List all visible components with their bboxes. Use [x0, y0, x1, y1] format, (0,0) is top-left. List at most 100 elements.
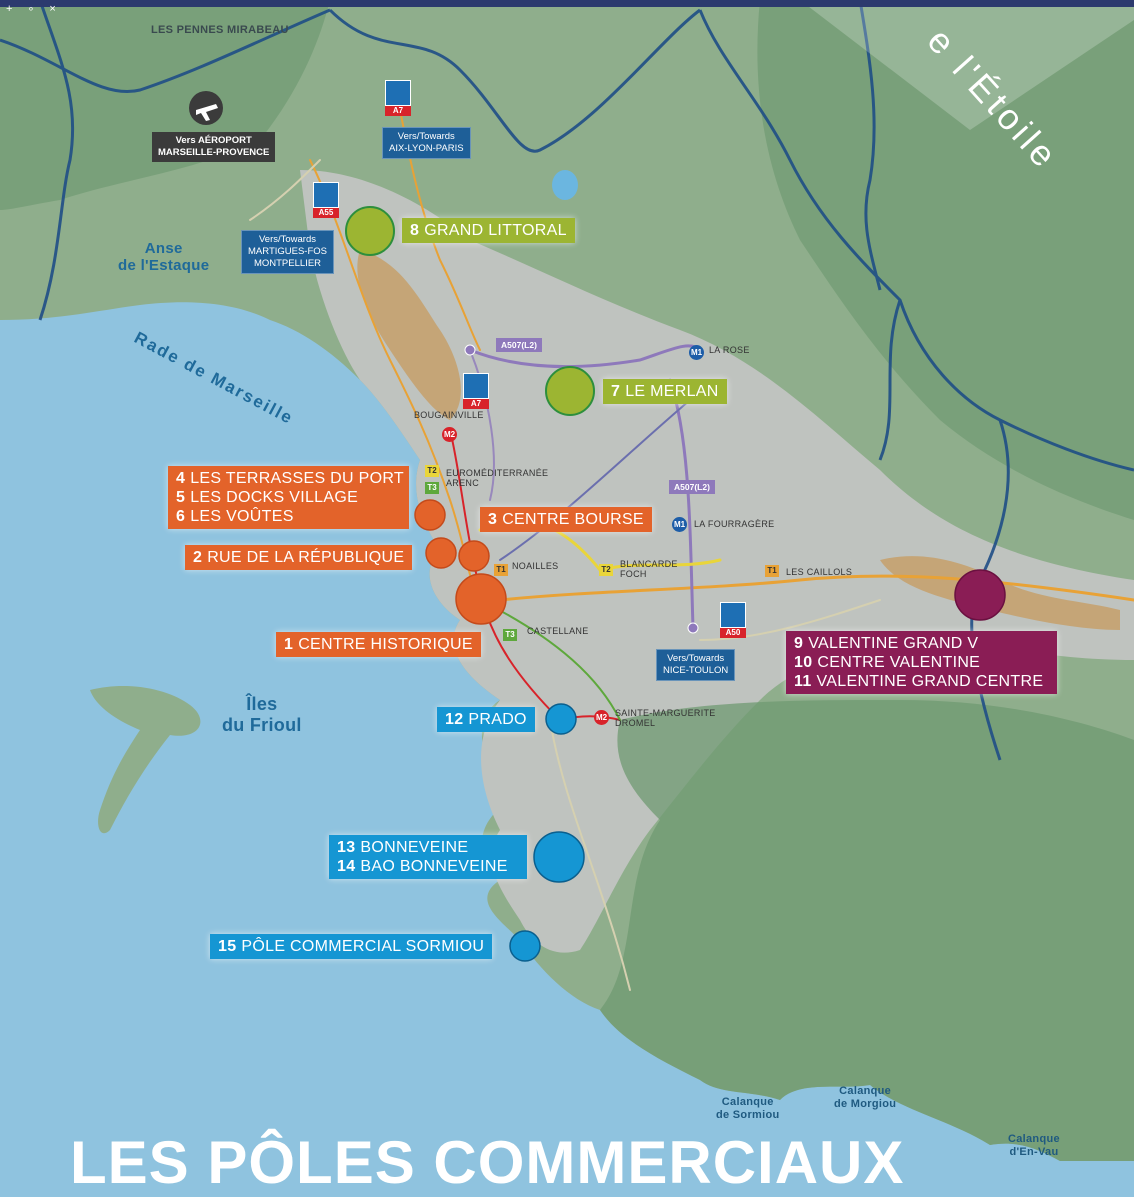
pole-marker-15[interactable] — [509, 930, 541, 962]
corner-overlay — [800, 0, 1134, 130]
pole-name: CENTRE VALENTINE — [817, 654, 981, 671]
pole-name: BONNEVEINE — [360, 839, 469, 856]
airport-direction-box: Vers AÉROPORT MARSEILLE-PROVENCE — [152, 132, 276, 162]
pole-name: BAO BONNEVEINE — [360, 858, 508, 875]
industrial-zone — [357, 250, 461, 420]
pole-name: PRADO — [468, 711, 527, 728]
tram-t1-badge-caillols: T1 — [765, 565, 779, 577]
pole-name: LES VOÛTES — [190, 508, 294, 525]
pole-name: LES TERRASSES DU PORT — [190, 470, 404, 487]
pole-name: VALENTINE GRAND CENTRE — [816, 673, 1044, 690]
pole-number: 9 — [794, 635, 804, 652]
page-title: LES PÔLES COMMERCIAUX — [70, 1129, 905, 1196]
pole-number: 2 — [193, 549, 203, 566]
map-canvas — [0, 0, 1134, 1161]
road-code: A55 — [313, 208, 339, 218]
pole-marker-9-10-11[interactable] — [954, 569, 1006, 621]
place-calanque-en-vau: Calanque d'En-Vau — [1008, 1133, 1060, 1159]
road-badge-a55: A55 — [313, 182, 339, 218]
direction-nice-box: Vers/Towards NICE-TOULON — [656, 649, 736, 681]
road-code: A50 — [720, 628, 746, 638]
airport-icon — [196, 104, 218, 121]
pole-name: CENTRE HISTORIQUE — [298, 636, 473, 653]
road-code: A7 — [463, 399, 489, 409]
top-bar — [0, 0, 1134, 7]
place-la-rose: LA ROSE — [709, 345, 750, 355]
place-la-fourragere: LA FOURRAGÈRE — [694, 519, 775, 529]
interchange-a507-north — [464, 344, 476, 356]
hills-east — [757, 0, 1134, 520]
place-calanque-sormiou: Calanque de Sormiou — [716, 1096, 780, 1122]
pole-marker-4-5-6[interactable] — [414, 499, 446, 531]
road-badge-a50: A50 — [720, 602, 746, 638]
pole-number: 7 — [611, 383, 621, 400]
motorway-icon — [463, 373, 489, 399]
pole-name: RUE DE LA RÉPUBLIQUE — [207, 549, 405, 566]
direction-martigues-box: Vers/Towards MARTIGUES-FOS MONTPELLIER — [241, 230, 334, 274]
pole-marker-2[interactable] — [425, 537, 457, 569]
place-les-pennes: LES PENNES MIRABEAU — [151, 24, 289, 36]
place-castellane: CASTELLANE — [527, 626, 589, 636]
tram-t2-badge-blancarde: T2 — [599, 564, 613, 576]
metro-m1-badge-la-rose: M1 — [689, 345, 704, 360]
pole-number: 6 — [176, 508, 186, 525]
pole-marker-13-14[interactable] — [533, 831, 585, 883]
pole-marker-8[interactable] — [345, 206, 395, 256]
pole-marker-7[interactable] — [545, 366, 595, 416]
place-sainte-marguerite: SAINTE-MARGUERITE DROMEL — [615, 708, 716, 728]
pole-number: 10 — [794, 654, 813, 671]
pole-number: 12 — [445, 711, 464, 728]
pole-marker-12[interactable] — [545, 703, 577, 735]
pole-marker-1[interactable] — [455, 573, 507, 625]
place-iles-du-frioul: Îles du Frioul — [222, 694, 302, 735]
pole-number: 14 — [337, 858, 356, 875]
pole-number: 5 — [176, 489, 186, 506]
place-les-caillols: LES CAILLOLS — [786, 567, 853, 577]
road-tag-a507-south: A507(L2) — [669, 480, 715, 494]
motorway-icon — [720, 602, 746, 628]
pole-number: 8 — [410, 222, 420, 239]
place-anse-estaque: Anse de l'Estaque — [118, 240, 210, 275]
pole-marker-3[interactable] — [458, 540, 490, 572]
pole-name: CENTRE BOURSE — [502, 511, 644, 528]
tram-t3-badge-arenc: T3 — [425, 482, 439, 494]
pole-number: 15 — [218, 938, 237, 955]
pole-name: GRAND LITTORAL — [424, 222, 567, 239]
place-euromediterranee: EUROMÉDITERRANÉE ARENC — [446, 468, 549, 488]
toolbar-icons[interactable]: + ∘ × — [6, 3, 62, 15]
place-noailles: NOAILLES — [512, 561, 559, 571]
pole-name: PÔLE COMMERCIAL SORMIOU — [241, 938, 485, 955]
metro-m1-badge-fourragere: M1 — [672, 517, 687, 532]
lake — [552, 170, 578, 200]
tram-t2-badge-arenc: T2 — [425, 465, 439, 477]
frioul-islands — [90, 685, 201, 834]
road-badge-a7-north: A7 — [385, 80, 411, 116]
pole-name: VALENTINE GRAND V — [808, 635, 979, 652]
interchange-a507-south — [687, 622, 699, 634]
motorway-icon — [313, 182, 339, 208]
tram-t3-badge-castellane: T3 — [503, 629, 517, 641]
pole-name: LE MERLAN — [625, 383, 719, 400]
pole-number: 11 — [794, 673, 812, 690]
road-badge-a7-south: A7 — [463, 373, 489, 409]
metro-m2-badge-bougainville: M2 — [442, 427, 457, 442]
place-calanque-morgiou: Calanque de Morgiou — [834, 1085, 897, 1111]
pole-number: 1 — [284, 636, 294, 653]
place-bougainville: BOUGAINVILLE — [414, 410, 484, 420]
